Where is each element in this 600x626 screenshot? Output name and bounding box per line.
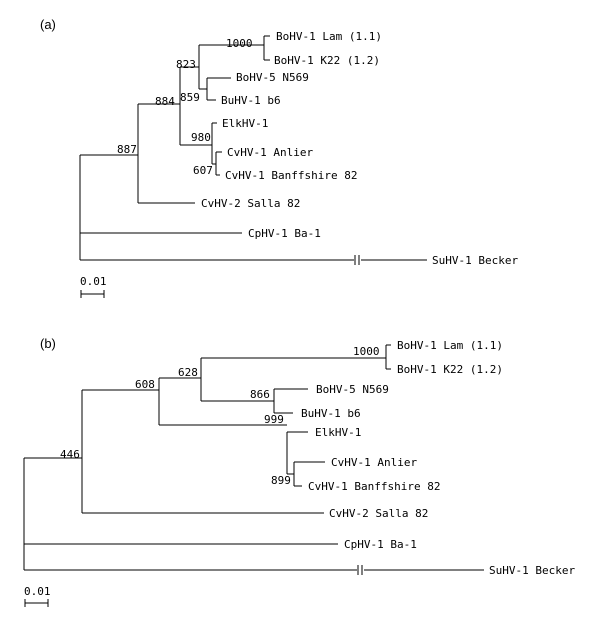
bootstrap-value: 887	[117, 143, 137, 156]
taxon-label: CvHV-1 Anlier	[331, 456, 417, 469]
taxon-label: BoHV-5 N569	[236, 71, 309, 84]
scale-bar	[24, 599, 49, 607]
bootstrap-value: 607	[193, 164, 213, 177]
bootstrap-value: 608	[135, 378, 155, 391]
taxon-label: CpHV-1 Ba-1	[248, 227, 321, 240]
panel-a: (a)	[40, 17, 518, 298]
bootstrap-value: 980	[191, 131, 211, 144]
bootstrap-value: 884	[155, 95, 175, 108]
bootstrap-value: 1000	[226, 37, 253, 50]
bootstrap-value: 859	[180, 91, 200, 104]
scale-bar-label: 0.01	[24, 585, 51, 598]
panel-b-label: (b)	[40, 336, 56, 351]
panel-b: (b)	[23, 336, 575, 607]
bootstrap-value: 446	[60, 448, 80, 461]
taxon-label: BuHV-1 b6	[301, 407, 361, 420]
taxon-label: CvHV-2 Salla 82	[329, 507, 428, 520]
panel-b-branches	[23, 344, 484, 575]
taxon-label: BoHV-1 K22 (1.2)	[274, 54, 380, 67]
taxon-label: BoHV-1 K22 (1.2)	[397, 363, 503, 376]
panel-a-branches	[79, 35, 427, 265]
taxon-label: ElkHV-1	[315, 426, 361, 439]
taxon-label: CpHV-1 Ba-1	[344, 538, 417, 551]
taxon-label: CvHV-2 Salla 82	[201, 197, 300, 210]
bootstrap-value: 899	[271, 474, 291, 487]
taxon-label: CvHV-1 Banffshire 82	[225, 169, 357, 182]
taxon-label: CvHV-1 Anlier	[227, 146, 313, 159]
taxon-label: ElkHV-1	[222, 117, 268, 130]
bootstrap-value: 1000	[353, 345, 380, 358]
bootstrap-value: 999	[264, 413, 284, 426]
bootstrap-value: 823	[176, 58, 196, 71]
taxon-label: BuHV-1 b6	[221, 94, 281, 107]
taxon-label: BoHV-5 N569	[316, 383, 389, 396]
scale-bar-label: 0.01	[80, 275, 107, 288]
panel-a-label: (a)	[40, 17, 56, 32]
taxon-label: BoHV-1 Lam (1.1)	[276, 30, 382, 43]
scale-bar	[80, 290, 105, 298]
bootstrap-value: 866	[250, 388, 270, 401]
bootstrap-value: 628	[178, 366, 198, 379]
taxon-label: SuHV-1 Becker	[432, 254, 518, 267]
taxon-label: BoHV-1 Lam (1.1)	[397, 339, 503, 352]
taxon-label: CvHV-1 Banffshire 82	[308, 480, 440, 493]
taxon-label: SuHV-1 Becker	[489, 564, 575, 577]
